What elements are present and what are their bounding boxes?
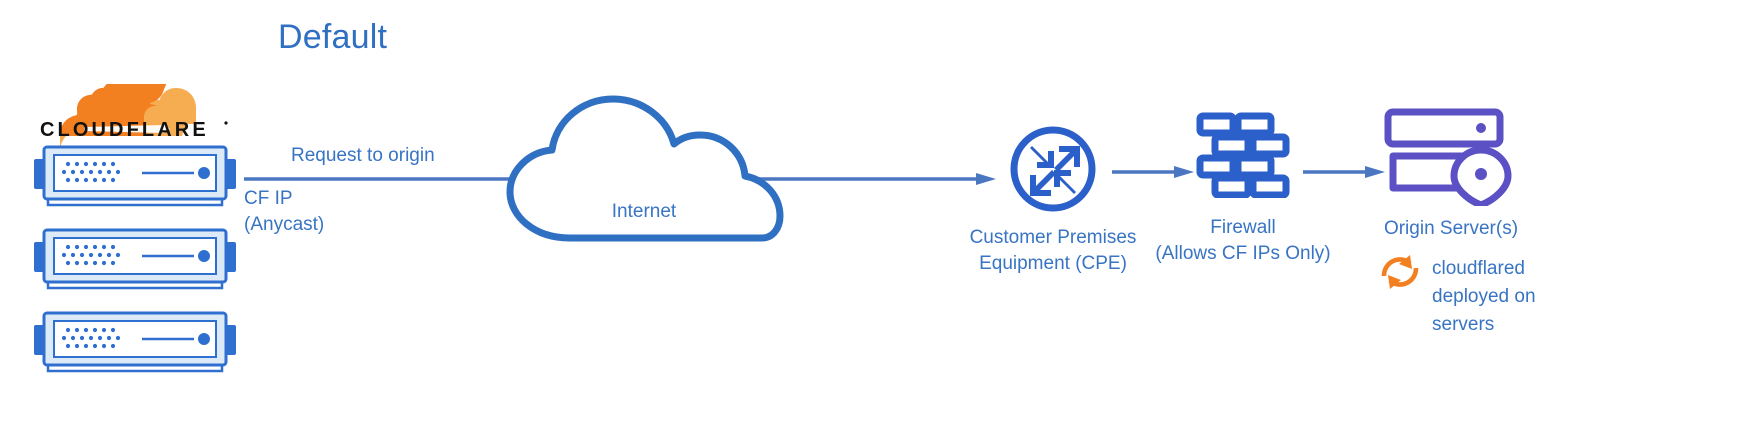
router-icon — [1008, 124, 1098, 214]
page-title: Default — [278, 18, 388, 56]
cpe-label: Customer Premises Equipment (CPE) — [905, 225, 1201, 277]
cf-ip-line-2: (Anycast) — [244, 214, 325, 235]
origin-server-label: Origin Server(s) — [1383, 218, 1519, 239]
internet-label: Internet — [611, 201, 677, 222]
firewall-label: Firewall (Allows CF IPs Only) — [1120, 215, 1366, 267]
origin-server-icon — [1384, 108, 1518, 209]
cpe-label-line-2: Equipment (CPE) — [979, 253, 1127, 274]
arrow-cpe-to-firewall — [1112, 165, 1194, 178]
arrow-firewall-to-origin — [1303, 165, 1385, 178]
cf-ip-anycast-label: CF IP (Anycast) — [244, 186, 324, 238]
svg-text:CLOUDFLARE: CLOUDFLARE — [40, 119, 209, 140]
internet-cloud-icon — [500, 88, 788, 243]
cpe-label-line-1: Customer Premises — [969, 227, 1137, 248]
cloudflared-line-1: cloudflared — [1432, 258, 1525, 279]
request-to-origin-label: Request to origin — [291, 145, 435, 166]
brick-wall-icon — [1195, 112, 1291, 199]
cloudflared-line-2: deployed on — [1432, 286, 1536, 307]
cloudflare-server-unit — [32, 226, 238, 298]
cf-ip-line-1: CF IP — [244, 188, 293, 209]
cloudflared-line-3: servers — [1432, 314, 1495, 335]
cloudflare-server-unit — [32, 309, 238, 381]
sync-arrows-icon — [1376, 250, 1424, 294]
cloudflared-label: cloudflared deployed on servers — [1432, 255, 1572, 339]
firewall-label-line-1: Firewall — [1210, 217, 1276, 238]
cloudflare-wordmark: CLOUDFLARE — [40, 118, 230, 141]
firewall-label-line-2: (Allows CF IPs Only) — [1155, 243, 1331, 264]
cloudflare-server-unit — [32, 143, 238, 215]
